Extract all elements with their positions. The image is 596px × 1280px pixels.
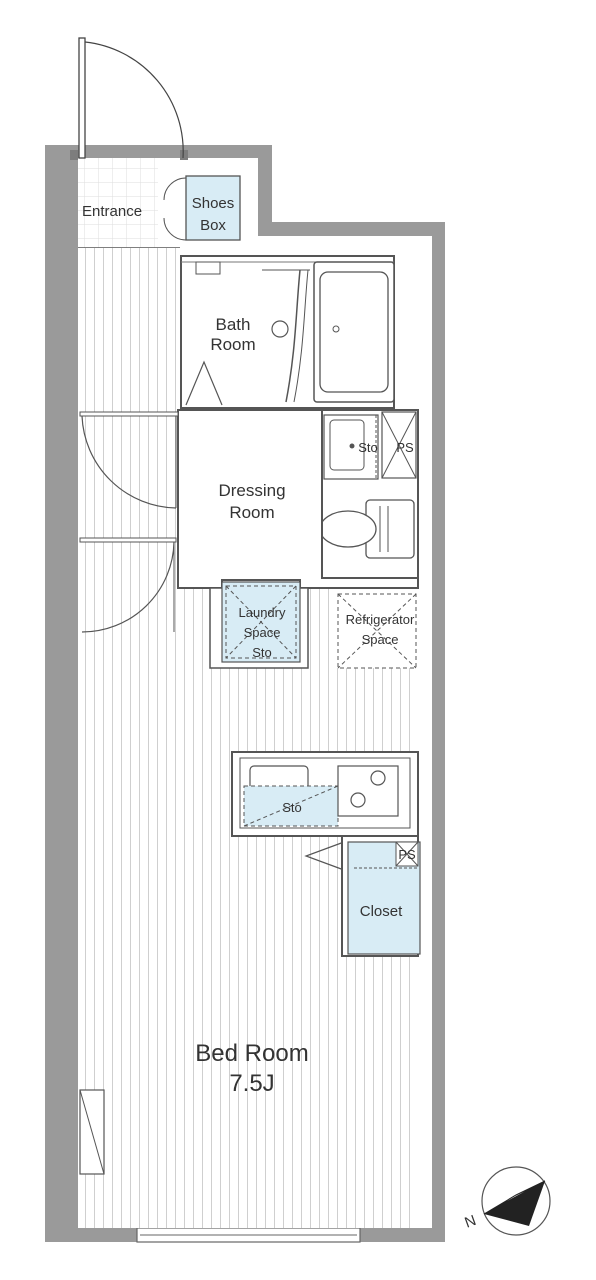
- dressing-room-doors: [79, 411, 179, 633]
- closet-door: [304, 841, 345, 871]
- kitchen-counter: [231, 751, 419, 837]
- label-bed-room-size: 7.5J: [229, 1070, 274, 1097]
- label-dressing-room-line1: Dressing: [218, 481, 285, 500]
- label-bath-room-line1: Bath: [216, 315, 251, 334]
- north-arrow-icon: N: [462, 1166, 551, 1236]
- bath-room: [180, 255, 395, 409]
- compass-north-label: N: [462, 1212, 478, 1232]
- label-dressing-room-line2: Room: [229, 503, 274, 522]
- bed-room-floor: [78, 248, 418, 1228]
- label-refrigerator-line2: Space: [362, 632, 399, 647]
- label-shoes-box-line2: Box: [200, 217, 226, 234]
- refrigerator-space: [337, 593, 417, 669]
- entrance-door: [78, 37, 184, 159]
- wall-unit: [79, 1089, 105, 1175]
- entrance-area: [78, 158, 180, 249]
- closet: [341, 835, 421, 957]
- toilet-area: [319, 409, 419, 579]
- bottom-window: [136, 1227, 361, 1243]
- label-laundry-line2: Space: [244, 625, 281, 640]
- label-sto-toilet: Sto: [358, 440, 378, 455]
- shoes-box: [163, 175, 241, 241]
- label-laundry-line1: Laundry: [239, 605, 286, 620]
- label-shoes-box-line1: Shoes: [192, 195, 235, 212]
- label-bath-room-line2: Room: [210, 335, 255, 354]
- label-ps-lower: PS: [398, 847, 416, 862]
- outer-walls: [45, 145, 445, 1242]
- label-closet: Closet: [360, 903, 403, 920]
- laundry-space: [209, 581, 309, 669]
- label-refrigerator-line1: Refrigerator: [346, 612, 415, 627]
- label-entrance: Entrance: [82, 203, 142, 220]
- label-ps-upper: PS: [396, 440, 414, 455]
- label-laundry-line3: Sto: [252, 645, 272, 660]
- label-kitchen-sto: Sto: [282, 800, 302, 815]
- label-bed-room: Bed Room: [195, 1040, 308, 1067]
- room-labels: Entrance Shoes Box Bath Room Sto PS Dres…: [82, 195, 416, 1097]
